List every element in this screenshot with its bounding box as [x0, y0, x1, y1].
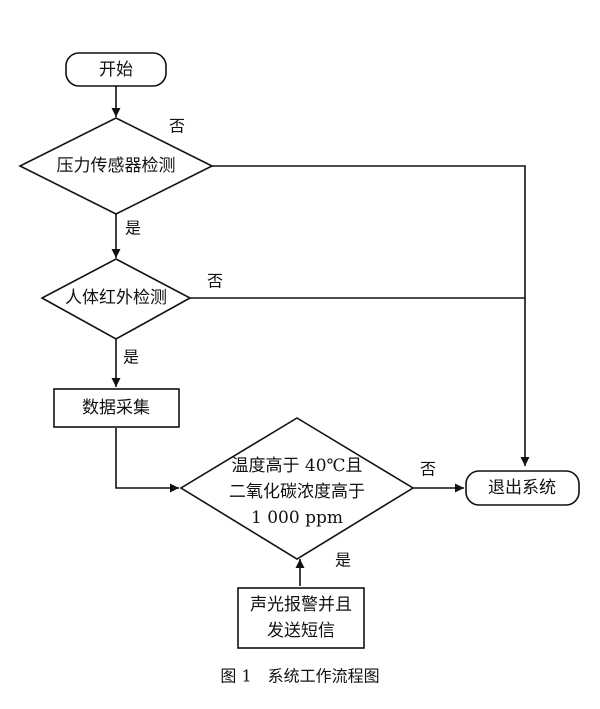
condition-label-line1: 温度高于 40℃且: [231, 456, 362, 476]
infrared-label: 人体红外检测: [65, 288, 167, 308]
condition-no-label: 否: [420, 460, 436, 479]
pressure-decision: [18, 117, 214, 215]
pressure-no-label: 否: [169, 117, 185, 136]
start-terminal: [65, 52, 167, 87]
collect-process: [53, 388, 180, 428]
infrared-yes-label: 是: [123, 348, 139, 367]
exit-terminal: [465, 470, 580, 506]
alarm-label-line2: 发送短信: [267, 621, 335, 641]
edge-pressure-no: [212, 165, 530, 466]
condition-label-line2: 二氧化碳浓度高于: [229, 482, 365, 502]
figure-caption: 图 1 系统工作流程图: [220, 667, 379, 686]
alarm-label-line1: 声光报警并且: [250, 595, 352, 615]
condition-yes-label: 是: [335, 551, 351, 570]
collect-label: 数据采集: [82, 398, 150, 418]
edge-collect-to-condition: [115, 428, 179, 493]
pressure-yes-label: 是: [125, 219, 141, 238]
alarm-process: [237, 587, 365, 649]
infrared-decision: [40, 258, 192, 340]
condition-label-line3: 1 000 ppm: [251, 508, 343, 528]
condition-decision: [179, 417, 415, 560]
infrared-no-label: 否: [207, 272, 223, 291]
start-label: 开始: [99, 60, 133, 80]
exit-label: 退出系统: [488, 478, 556, 498]
pressure-label: 压力传感器检测: [57, 156, 176, 176]
